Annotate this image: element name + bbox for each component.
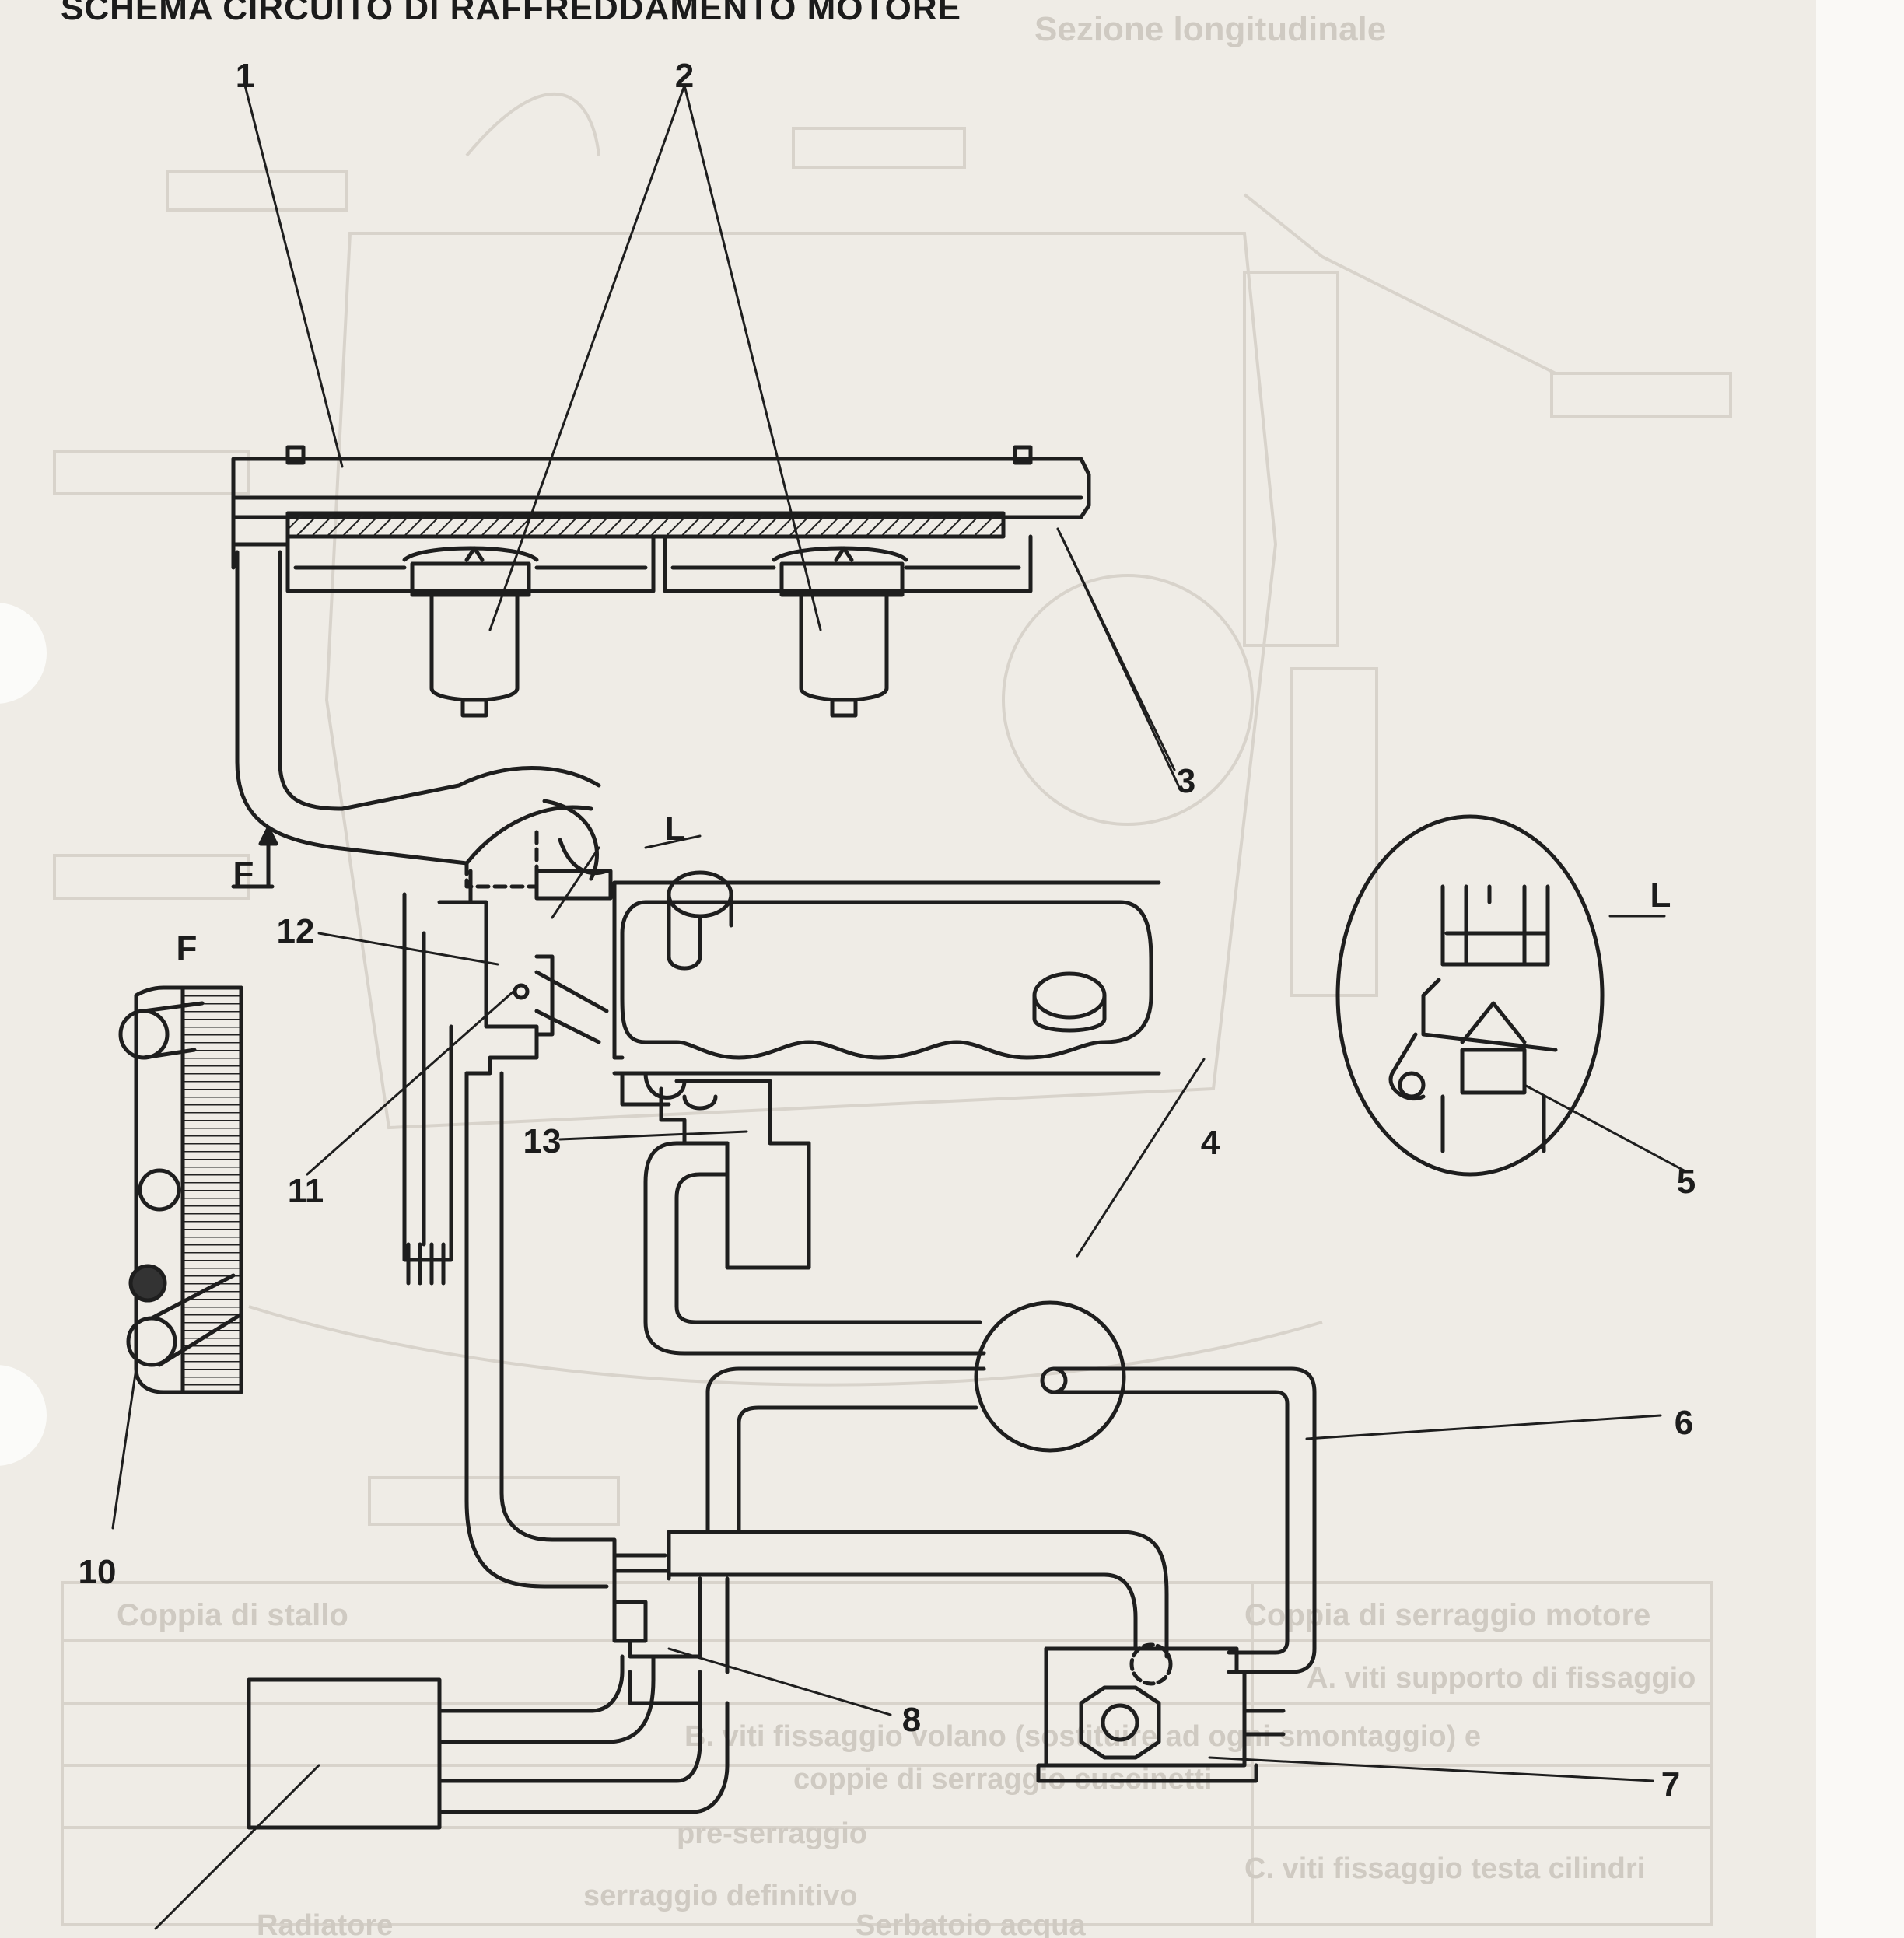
water-pump: [1036, 1642, 1286, 1783]
heater-loop: [643, 1141, 986, 1356]
callout-7: 7: [1661, 1765, 1681, 1803]
engine: [612, 870, 1161, 1107]
thermostat-housing: [402, 869, 609, 1286]
callout-2: 2: [674, 57, 695, 95]
detail-f-title: F: [176, 929, 198, 967]
ghost-footer-left: Radiatore: [257, 1909, 393, 1938]
detail-l-thermostat: [1335, 814, 1605, 1177]
ghost-torque-header-right: Coppia di stallo: [117, 1598, 348, 1632]
detail-f-radiator-drain: [118, 985, 243, 1394]
callout-10: 10: [78, 1553, 117, 1591]
callout-3: 3: [1176, 762, 1196, 800]
fan-right: [663, 534, 1033, 718]
water-outlet-block: [659, 1079, 811, 1270]
diagram-title: SCHEMA CIRCUITO DI RAFFREDDAMENTO MOTORE: [61, 0, 961, 27]
callout-5: 5: [1676, 1163, 1696, 1201]
lower-hose: [464, 1071, 671, 1589]
detail-l-title: L: [1650, 876, 1671, 915]
detail-f-marker: F: [233, 855, 254, 893]
callout-8: 8: [901, 1701, 922, 1739]
ghost-footer-right: Serbatoio acqua: [856, 1909, 1086, 1938]
ghost-row-c-final: serraggio definitivo: [583, 1880, 858, 1912]
expansion-tank: [974, 1300, 1317, 1674]
radiator: [231, 445, 1091, 570]
callout-6: 6: [1674, 1404, 1694, 1442]
bypass-junction: [612, 1366, 1169, 1705]
callout-13: 13: [523, 1122, 562, 1160]
page-margin: [1816, 0, 1904, 1938]
ghost-row-c: C. viti fissaggio testa cilindri: [1244, 1852, 1645, 1885]
upper-hose: [235, 550, 613, 901]
callout-12: 12: [276, 912, 315, 950]
detail-l-marker: L: [664, 810, 686, 848]
callout-4: 4: [1200, 1124, 1220, 1162]
callout-11: 11: [287, 1172, 324, 1210]
leader-lines: [111, 84, 1685, 1930]
heater-core: [247, 1654, 730, 1830]
ghost-section-title: Sezione longitudinale: [1034, 10, 1386, 48]
ghost-row-c-pre: pre-serraggio: [677, 1817, 867, 1850]
ghost-row-a: A. viti supporto di fissaggio: [1307, 1662, 1696, 1695]
callout-1: 1: [235, 57, 255, 95]
fan-left: [285, 534, 656, 718]
ghost-torque-header: Coppia di serraggio motore: [1244, 1598, 1650, 1632]
